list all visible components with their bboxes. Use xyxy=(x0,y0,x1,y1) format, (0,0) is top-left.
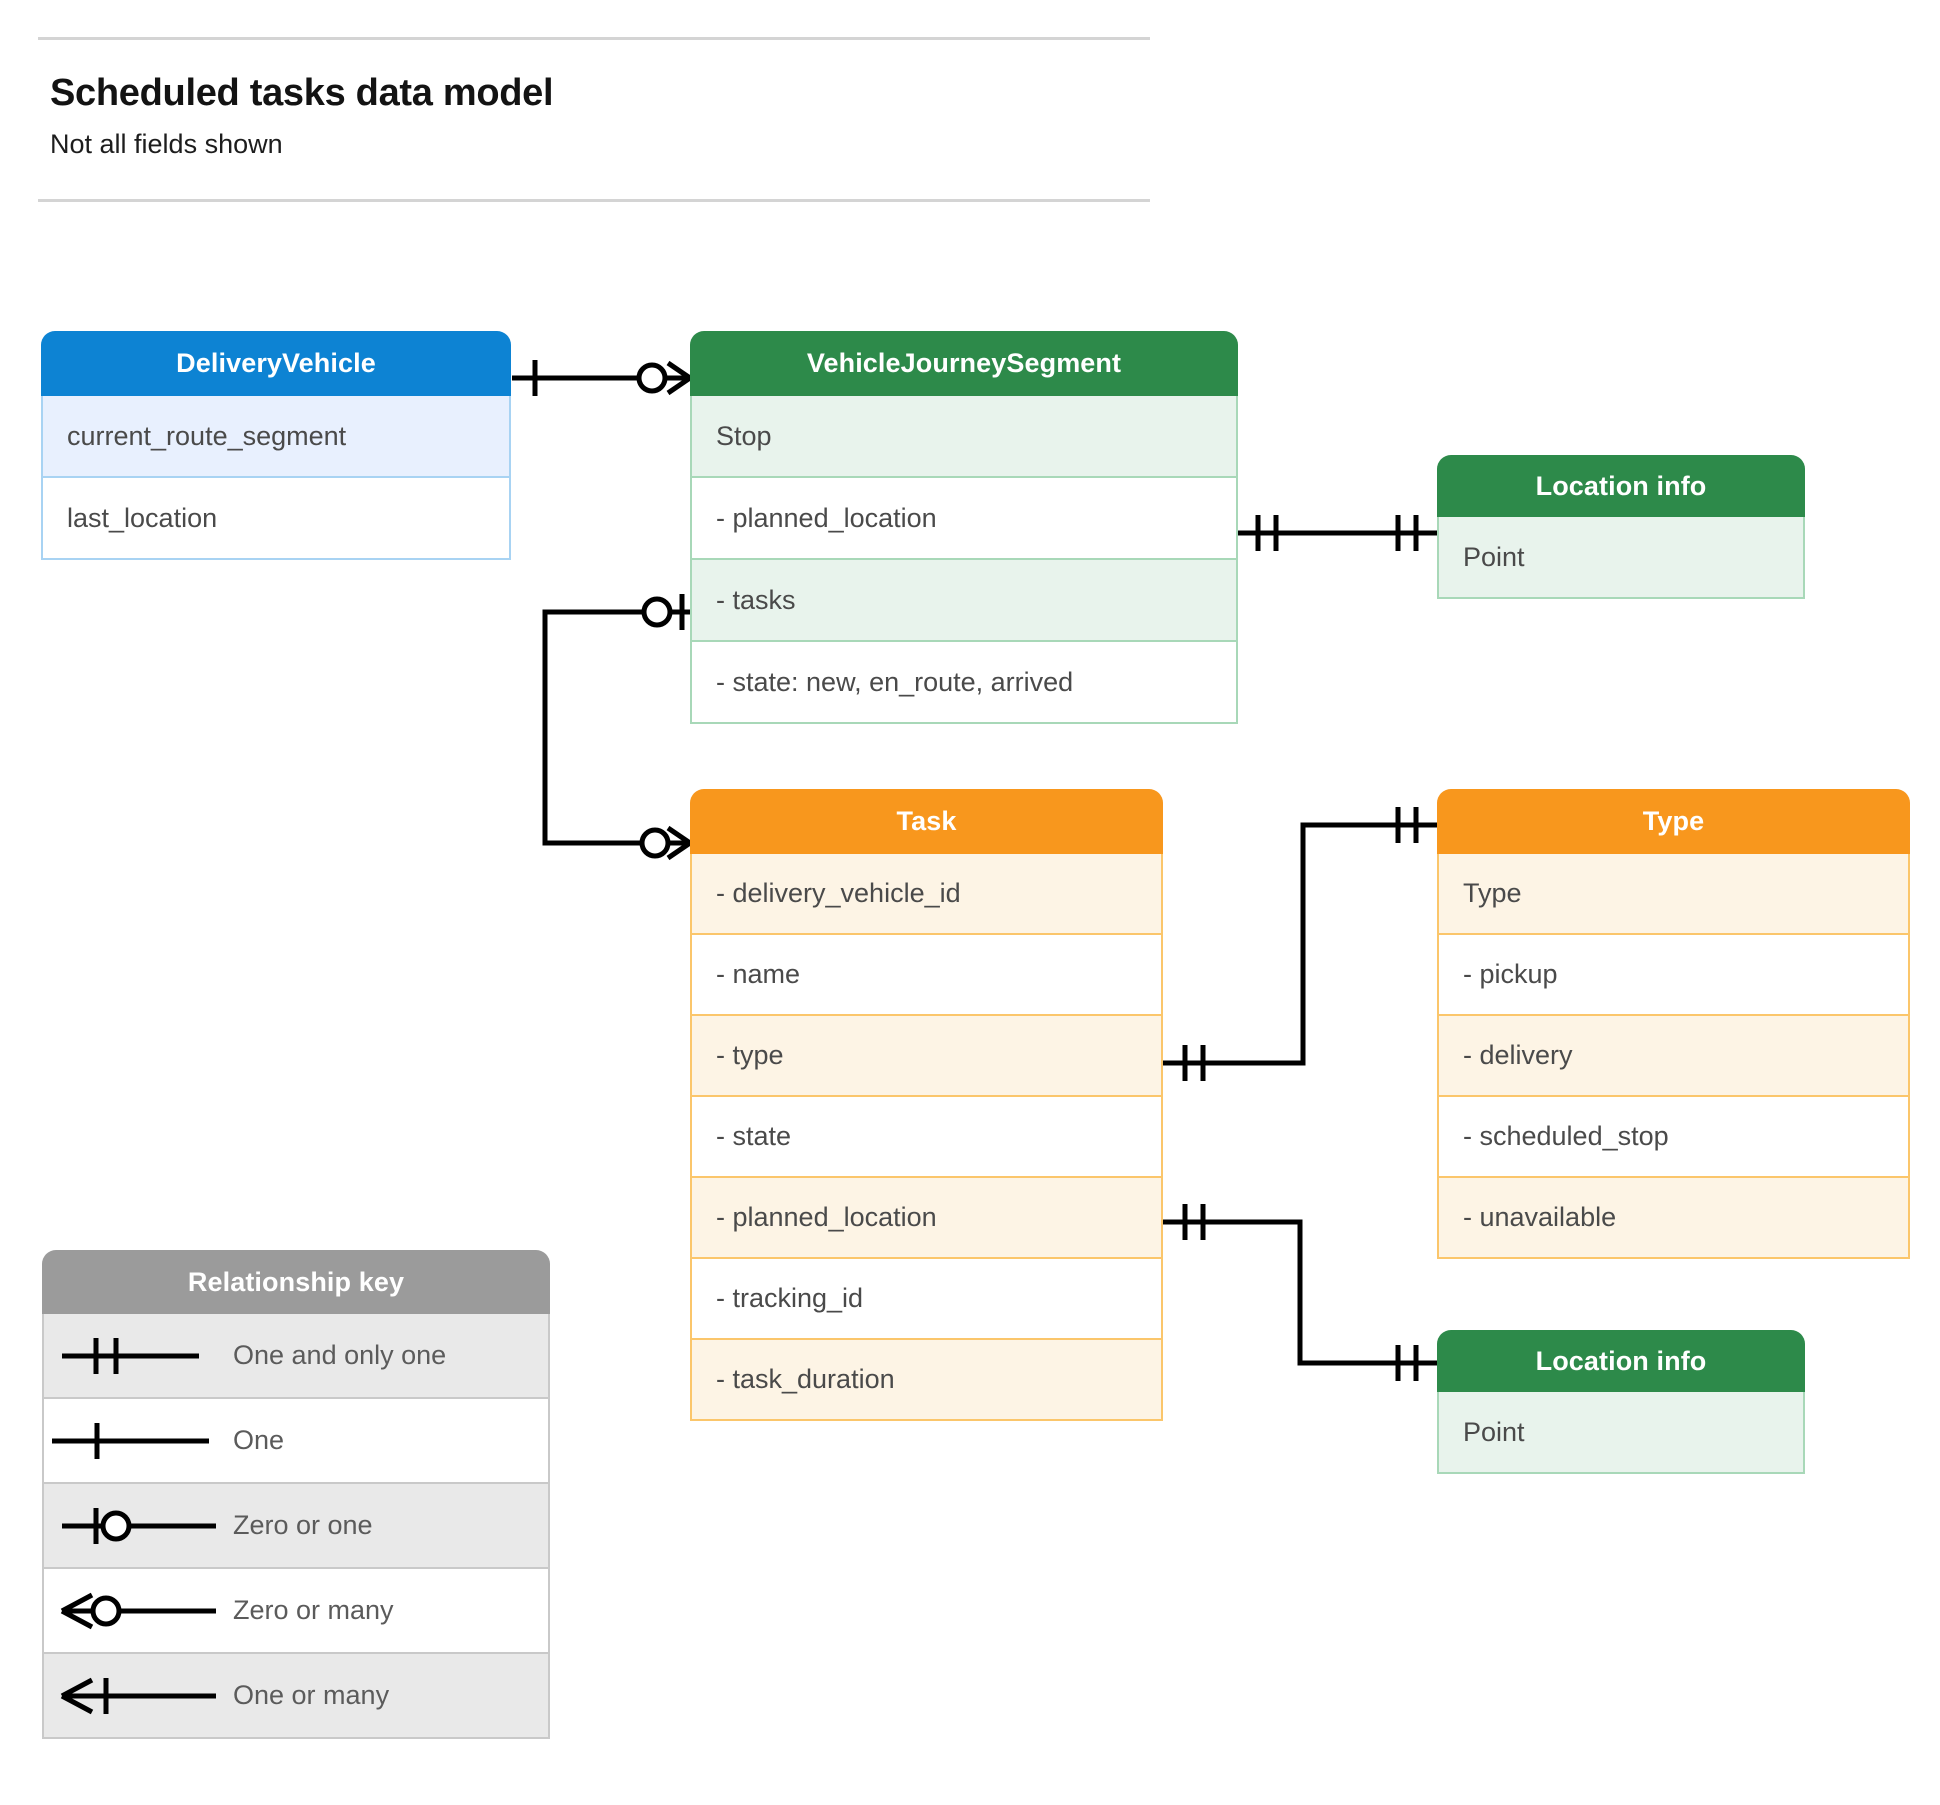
connector-vjs-plannedlocation-locationinfo xyxy=(1238,515,1437,551)
page-subtitle: Not all fields shown xyxy=(50,129,283,159)
legend-item-one-or-many[interactable]: One or many xyxy=(42,1654,550,1739)
field-tasks[interactable]: - tasks xyxy=(690,560,1238,642)
field-planned-location-task[interactable]: - planned_location xyxy=(690,1178,1163,1259)
entity-task[interactable]: Task - delivery_vehicle_id - name - type… xyxy=(690,789,1163,1421)
field-pickup[interactable]: - pickup xyxy=(1437,935,1910,1016)
field-task-duration[interactable]: - task_duration xyxy=(690,1340,1163,1421)
entity-location-info-top-title: Location info xyxy=(1437,455,1805,517)
connector-task-type-type xyxy=(1163,807,1437,1081)
field-type-label[interactable]: Type xyxy=(1437,854,1910,935)
entity-vehicle-journey-segment[interactable]: VehicleJourneySegment Stop - planned_loc… xyxy=(690,331,1238,724)
entity-delivery-vehicle-body: current_route_segment last_location xyxy=(41,396,511,560)
entity-vehicle-journey-segment-title: VehicleJourneySegment xyxy=(690,331,1238,396)
legend-label-zero-or-many: Zero or many xyxy=(233,1595,394,1625)
connector-task-plannedlocation-locationinfo xyxy=(1163,1204,1437,1381)
entity-vehicle-journey-segment-body: Stop - planned_location - tasks - state:… xyxy=(690,396,1238,724)
connector-deliveryvehicle-vehiclejourneysegment xyxy=(512,360,692,396)
entity-type-body: Type - pickup - delivery - scheduled_sto… xyxy=(1437,854,1910,1259)
field-scheduled-stop[interactable]: - scheduled_stop xyxy=(1437,1097,1910,1178)
entity-location-info-bottom-title: Location info xyxy=(1437,1330,1805,1392)
legend-title: Relationship key xyxy=(42,1250,550,1314)
entity-type[interactable]: Type Type - pickup - delivery - schedule… xyxy=(1437,789,1910,1259)
field-state[interactable]: - state: new, en_route, arrived xyxy=(690,642,1238,724)
entity-location-info-bottom[interactable]: Location info Point xyxy=(1437,1330,1805,1474)
legend-item-one[interactable]: One xyxy=(42,1399,550,1484)
legend-label-one-and-only-one: One and only one xyxy=(233,1340,447,1370)
field-last-location[interactable]: last_location xyxy=(41,478,511,560)
field-type[interactable]: - type xyxy=(690,1016,1163,1097)
field-unavailable[interactable]: - unavailable xyxy=(1437,1178,1910,1259)
entity-type-title: Type xyxy=(1437,789,1910,854)
one-or-many-icon xyxy=(44,1666,229,1726)
entity-delivery-vehicle[interactable]: DeliveryVehicle current_route_segment la… xyxy=(41,331,511,560)
header-divider-bottom xyxy=(38,199,1150,202)
field-current-route-segment[interactable]: current_route_segment xyxy=(41,396,511,478)
legend-label-one-or-many: One or many xyxy=(233,1680,390,1710)
entity-location-info-top-body: Point xyxy=(1437,517,1805,599)
zero-or-one-icon xyxy=(44,1496,229,1556)
field-name[interactable]: - name xyxy=(690,935,1163,1016)
page-title: Scheduled tasks data model xyxy=(50,72,554,114)
field-planned-location[interactable]: - planned_location xyxy=(690,478,1238,560)
entity-task-body: - delivery_vehicle_id - name - type - st… xyxy=(690,854,1163,1421)
legend-body: One and only one One xyxy=(42,1314,550,1739)
connector-vjs-tasks-task xyxy=(542,594,692,861)
legend-relationship-key[interactable]: Relationship key One and only one xyxy=(42,1250,550,1739)
field-state-task[interactable]: - state xyxy=(690,1097,1163,1178)
legend-label-one: One xyxy=(233,1425,285,1455)
field-stop[interactable]: Stop xyxy=(690,396,1238,478)
field-delivery-vehicle-id[interactable]: - delivery_vehicle_id xyxy=(690,854,1163,935)
zero-or-many-icon xyxy=(44,1581,229,1641)
entity-delivery-vehicle-title: DeliveryVehicle xyxy=(41,331,511,396)
legend-item-zero-or-many[interactable]: Zero or many xyxy=(42,1569,550,1654)
entity-location-info-bottom-body: Point xyxy=(1437,1392,1805,1474)
legend-item-one-and-only-one[interactable]: One and only one xyxy=(42,1314,550,1399)
header-divider-top xyxy=(38,37,1150,40)
field-point-top[interactable]: Point xyxy=(1437,517,1805,599)
entity-task-title: Task xyxy=(690,789,1163,854)
legend-label-zero-or-one: Zero or one xyxy=(233,1510,373,1540)
legend-item-zero-or-one[interactable]: Zero or one xyxy=(42,1484,550,1569)
entity-location-info-top[interactable]: Location info Point xyxy=(1437,455,1805,599)
one-icon xyxy=(44,1411,229,1471)
field-delivery[interactable]: - delivery xyxy=(1437,1016,1910,1097)
one-and-only-one-icon xyxy=(44,1326,229,1386)
field-tracking-id[interactable]: - tracking_id xyxy=(690,1259,1163,1340)
field-point-bottom[interactable]: Point xyxy=(1437,1392,1805,1474)
